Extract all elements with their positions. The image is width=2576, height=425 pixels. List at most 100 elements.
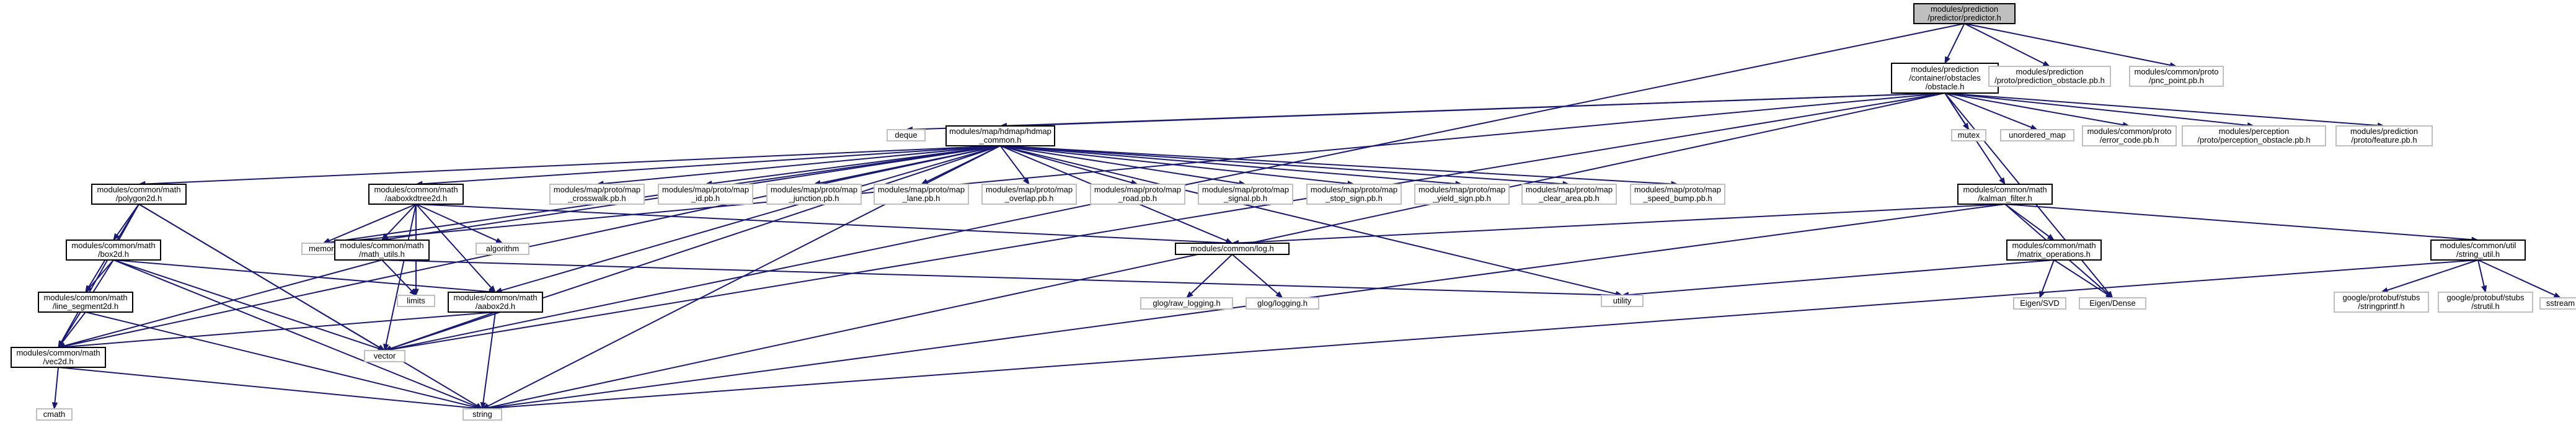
edge-obstacle_h-to-vector <box>384 92 1945 352</box>
node-label-line: modules/common/math <box>1963 185 2047 194</box>
node-deque: deque <box>887 129 926 141</box>
node-label-line: /aaboxkdtree2d.h <box>385 194 447 203</box>
node-label-line: /polygon2d.h <box>116 194 162 203</box>
edge-hdmap_common-to-overlap_pb <box>999 145 1030 186</box>
node-label-line: /string_util.h <box>2456 249 2500 259</box>
node-label-line: modules/map/proto/map <box>986 185 1073 194</box>
node-box2d[interactable]: modules/common/math/box2d.h <box>66 239 161 261</box>
node-label-line: _lane.pb.h <box>902 194 941 203</box>
edge-kalman_filter-to-log_h <box>1231 204 2006 246</box>
node-label-line: /math_utils.h <box>359 249 405 259</box>
node-stop-sign-pb: modules/map/proto/map_stop_sign.pb.h <box>1306 184 1402 205</box>
node-label-line: utility <box>1613 296 1632 305</box>
node-glog-logging: glog/logging.h <box>1246 297 1319 310</box>
node-label-line: algorithm <box>486 244 519 253</box>
edge-predictor-to-prediction_obstacle_pb <box>1964 23 2051 67</box>
node-label-line: limits <box>407 296 425 305</box>
node-label-line: _overlap.pb.h <box>1004 194 1054 203</box>
node-predictor[interactable]: modules/prediction/predictor/predictor.h <box>1913 3 2016 24</box>
node-label-line: /strutil.h <box>2471 302 2500 311</box>
node-perception-obstacle-pb: modules/perception/proto/perception_obst… <box>2182 125 2326 146</box>
edge-line_segment2d-to-string <box>85 311 484 411</box>
node-eigen-dense: Eigen/Dense <box>2079 297 2146 310</box>
node-stringprintf: google/protobuf/stubs/stringprintf.h <box>2334 292 2429 313</box>
node-vector: vector <box>364 350 405 362</box>
node-hdmap-common[interactable]: modules/map/hdmap/hdmap_common.h <box>945 125 1055 146</box>
node-label-line: /aabox2d.h <box>476 302 515 311</box>
node-vec2d[interactable]: modules/common/math/vec2d.h <box>11 347 106 368</box>
node-polygon2d[interactable]: modules/common/math/polygon2d.h <box>91 184 187 205</box>
node-overlap-pb: modules/map/proto/map_overlap.pb.h <box>981 184 1077 205</box>
node-label-line: /proto/feature.pb.h <box>2351 135 2417 145</box>
node-math-utils[interactable]: modules/common/math/math_utils.h <box>334 239 430 261</box>
node-label-line: modules/map/proto/map <box>1526 185 1613 194</box>
edge-math_utils-to-limits <box>381 259 417 296</box>
node-matrix-operations[interactable]: modules/common/math/matrix_operations.h <box>2006 239 2102 261</box>
edge-hdmap_common-to-polygon2d <box>138 145 1001 187</box>
node-label-line: modules/map/proto/map <box>1634 185 1721 194</box>
node-id-pb: modules/map/proto/map_id.pb.h <box>658 184 753 205</box>
node-label-line: modules/common/math <box>97 185 180 194</box>
edge-obstacle_h-to-memory <box>322 92 1945 246</box>
node-label-line: modules/map/proto/map <box>1094 185 1181 194</box>
node-road-pb: modules/map/proto/map_road.pb.h <box>1090 184 1185 205</box>
node-obstacle-h[interactable]: modules/prediction/container/obstacles/o… <box>1891 63 1999 94</box>
node-label-line: /matrix_operations.h <box>2017 249 2091 259</box>
node-label-line: sstream <box>2546 298 2575 308</box>
edge-kalman_filter-to-string_util <box>2004 204 2479 243</box>
edge-polygon2d-to-vec2d <box>58 204 139 349</box>
node-label-line: modules/map/proto/map <box>1202 185 1289 194</box>
edge-vec2d-to-cmath <box>51 367 59 410</box>
edge-string_util-to-stringprintf <box>2380 259 2479 293</box>
node-yield-sign-pb: modules/map/proto/map_yield_sign.pb.h <box>1414 184 1510 205</box>
node-label-line: glog/raw_logging.h <box>1153 298 1220 308</box>
edge-hdmap_common-to-speed_bump_pb <box>1000 145 1679 187</box>
node-aaboxkdtree2d[interactable]: modules/common/math/aaboxkdtree2d.h <box>368 184 464 205</box>
edge-matrix_operations-to-eigen_dense <box>2053 259 2113 298</box>
edge-math_utils-to-utility <box>381 259 1623 298</box>
node-log-h[interactable]: modules/common/log.h <box>1175 243 1290 255</box>
node-pnc-point-pb: modules/common/proto/pnc_point.pb.h <box>2129 66 2224 87</box>
node-label-line: Eigen/SVD <box>2020 298 2060 308</box>
node-label-line: deque <box>895 130 917 140</box>
node-glog-raw-logging: glog/raw_logging.h <box>1140 297 1233 310</box>
node-label-line: modules/common/math <box>71 241 155 250</box>
node-label-line: glog/logging.h <box>1257 298 1308 308</box>
node-label-line: modules/common/util <box>2440 241 2516 250</box>
node-clear-area-pb: modules/map/proto/map_clear_area.pb.h <box>1521 184 1617 205</box>
node-label-line: _clear_area.pb.h <box>1538 194 1600 203</box>
node-label-line: modules/map/proto/map <box>1419 185 1505 194</box>
node-label-line: google/protobuf/stubs <box>2342 293 2420 302</box>
node-label-line: modules/common/math <box>16 348 100 357</box>
node-label-line: memory <box>309 244 338 253</box>
node-aabox2d[interactable]: modules/common/math/aabox2d.h <box>448 292 543 313</box>
node-string: string <box>463 408 502 421</box>
edge-vec2d-to-string <box>58 367 484 411</box>
edge-aabox2d-to-string <box>480 311 496 410</box>
node-label-line: /line_segment2d.h <box>53 302 118 311</box>
node-label-line: _stop_sign.pb.h <box>1325 194 1383 203</box>
node-label-line: unordered_map <box>2009 130 2066 140</box>
node-string-util[interactable]: modules/common/util/string_util.h <box>2430 239 2526 261</box>
node-label-line: modules/prediction <box>1931 4 1998 14</box>
node-label-line: /error_code.pb.h <box>2100 135 2159 145</box>
node-kalman-filter[interactable]: modules/common/math/kalman_filter.h <box>1957 184 2053 205</box>
node-label-line: /obstacle.h <box>1926 82 1965 91</box>
node-speed-bump-pb: modules/map/proto/map_speed_bump.pb.h <box>1630 184 1725 205</box>
node-label-line: /predictor/predictor.h <box>1928 13 2001 22</box>
edge-string_util-to-strutil <box>2477 259 2487 293</box>
edge-log_h-to-glog_logging <box>1231 254 1283 298</box>
node-limits: limits <box>397 295 435 307</box>
node-sstream: sstream <box>2539 297 2576 310</box>
node-junction-pb: modules/map/proto/map_junction.pb.h <box>766 184 862 205</box>
edge-hdmap_common-to-aaboxkdtree2d <box>415 145 1001 187</box>
node-label-line: modules/map/proto/map <box>1311 185 1397 194</box>
node-label-line: modules/map/hdmap/hdmap <box>949 127 1051 136</box>
node-label-line: /stringprintf.h <box>2358 302 2404 311</box>
node-eigen-svd: Eigen/SVD <box>2013 297 2066 310</box>
node-crosswalk-pb: modules/map/proto/map_crosswalk.pb.h <box>549 184 645 205</box>
edge-kalman_filter-to-matrix_operations <box>2004 204 2055 241</box>
node-line-segment2d[interactable]: modules/common/math/line_segment2d.h <box>38 292 133 313</box>
edge-aaboxkdtree2d-to-math_utils <box>381 204 417 241</box>
node-label-line: _speed_bump.pb.h <box>1642 194 1712 203</box>
